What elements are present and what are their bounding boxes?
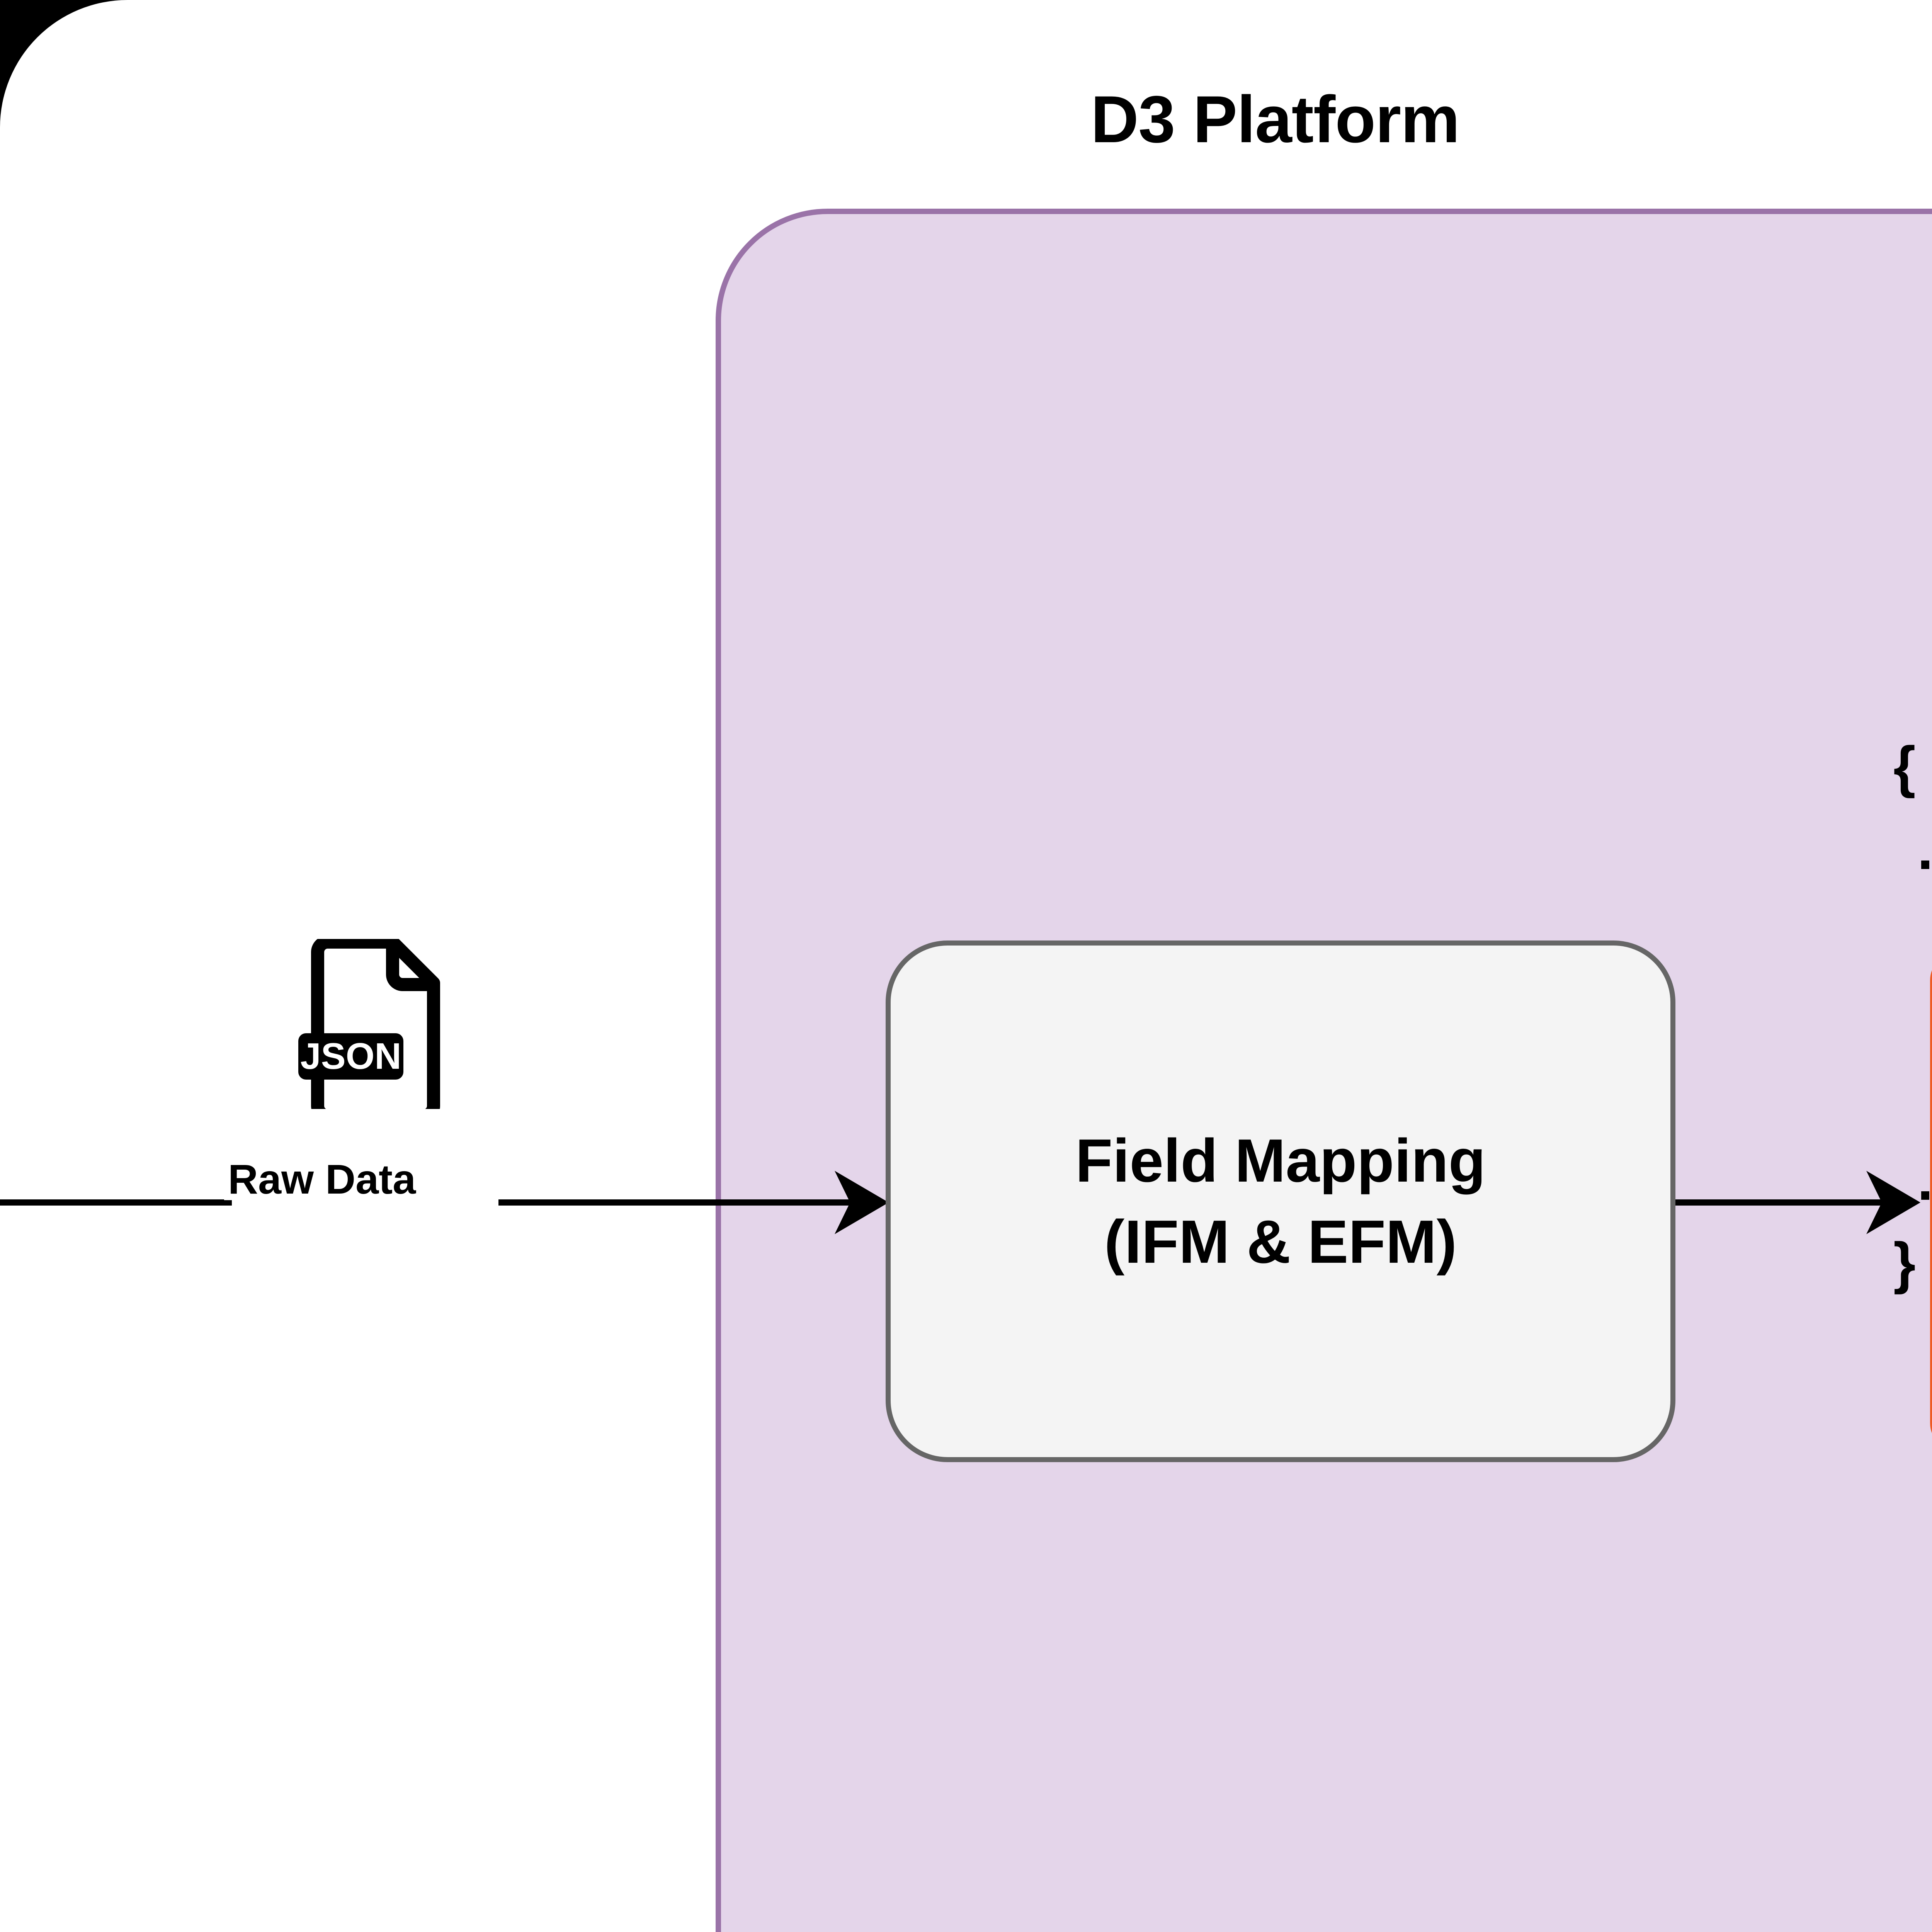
json-ellipsis-top: ... [1893,817,1932,900]
json-open-brace-text: { [1893,735,1916,799]
raw-data-arrowhead-icon [835,1171,889,1234]
raw-data-edge-left-segment [0,1199,232,1206]
json-output-code-block: { ... "D3Key1" : "DemoValue1", "D3Key2" … [1893,734,1932,1313]
mapping-output-arrowhead-icon [1866,1171,1920,1234]
field-mapping-label-line1: Field Mapping [1075,1126,1486,1195]
json-open-brace: { [1893,734,1932,817]
json-close-brace-text: } [1893,1231,1916,1295]
field-mapping-node[interactable]: Field Mapping (IFM & EFM) [886,940,1675,1462]
raw-data-edge-right-segment [498,1199,869,1206]
json-ellipsis-bottom-text: ... [1917,1148,1932,1213]
json-ellipsis-bottom: ... [1893,1148,1932,1230]
json-pair-row: "D3Key2" : "DemoValue2", [1893,982,1932,1065]
platform-title: D3 Platform [1090,82,1460,156]
raw-data-edge-label: Raw Data [224,1158,420,1200]
mapping-output-edge [1675,1199,1915,1206]
json-file-icon: JSON [298,935,440,1122]
json-pair-row: "D3Key3" : "DemoValue3", [1893,1065,1932,1148]
field-mapping-label-line2: (IFM & EFM) [1104,1208,1457,1276]
json-ellipsis-top-text: ... [1917,817,1932,883]
json-pair-row: "D3Key1" : "DemoValue1", [1893,900,1932,982]
json-close-brace: } [1893,1230,1932,1313]
svg-text:JSON: JSON [300,1036,401,1077]
